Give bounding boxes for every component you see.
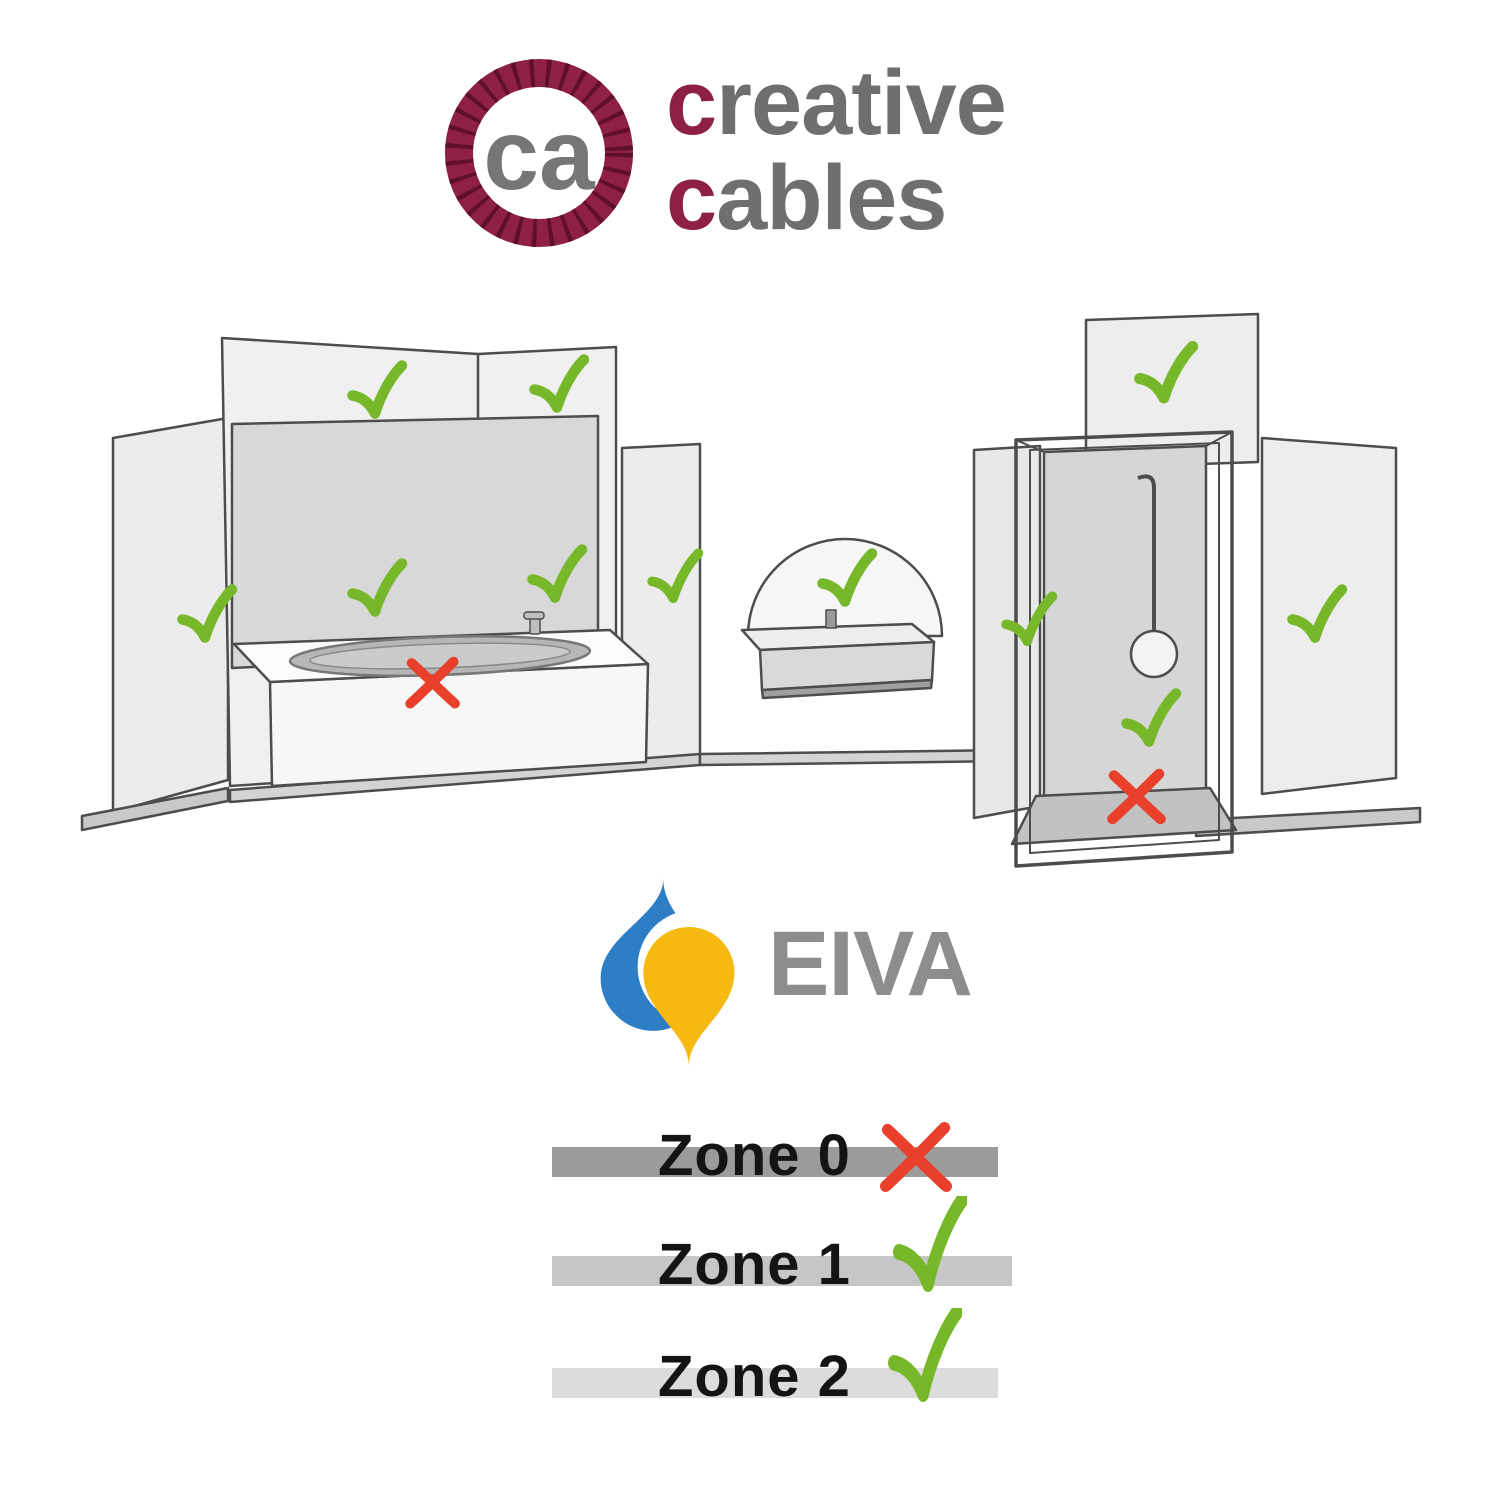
floor-line-center xyxy=(698,748,1014,767)
bathroom-zones-illustration xyxy=(80,312,1422,868)
bathtub-area xyxy=(80,336,1014,832)
shower-glass-frame-outer xyxy=(1014,430,1234,868)
monogram-text: ca xyxy=(483,99,596,211)
shower-column xyxy=(1137,474,1156,630)
wall-panel-far-left xyxy=(111,416,230,814)
creative-cables-logo: ca xyxy=(445,59,633,247)
eiva-wordmark: EIVA xyxy=(768,913,973,1015)
wordmark-line2-accent: c xyxy=(666,146,717,249)
wordmark-line1: creative xyxy=(666,56,1007,151)
zone2-label: Zone 2 xyxy=(658,1344,851,1409)
baseboard-left xyxy=(80,786,230,832)
eiva-logo xyxy=(600,878,752,1067)
sink-under-lip xyxy=(760,678,934,700)
eiva-yellow-drop xyxy=(643,926,735,1067)
sink-faucet xyxy=(825,609,837,629)
shower-glass-frame-inner xyxy=(1029,442,1220,854)
shower-sphere-lamp xyxy=(1129,629,1179,679)
rope-twist-texture xyxy=(445,59,633,247)
cross-icon xyxy=(880,1121,952,1193)
bathtub-faucet-spout xyxy=(523,611,545,620)
wordmark-line2-rest: ables xyxy=(716,146,947,249)
check-icon xyxy=(888,1308,962,1402)
shower-tray xyxy=(1010,786,1238,846)
brand-wordmark: creative cables xyxy=(666,56,1007,246)
splash-zone-panel xyxy=(230,414,600,670)
shower-area xyxy=(972,312,1422,868)
check-icon xyxy=(893,1196,967,1292)
shower-depth-lines xyxy=(1015,431,1233,453)
sink-area xyxy=(740,537,944,700)
shower-back-panel xyxy=(1042,444,1208,812)
wordmark-line1-accent: c xyxy=(666,52,717,154)
zone1-label: Zone 1 xyxy=(658,1232,851,1297)
zone0-label: Zone 0 xyxy=(658,1123,851,1188)
wordmark-line2: cables xyxy=(666,150,1006,246)
wordmark-line1-rest: reative xyxy=(716,52,1007,154)
bathtub-faucet xyxy=(529,617,541,635)
